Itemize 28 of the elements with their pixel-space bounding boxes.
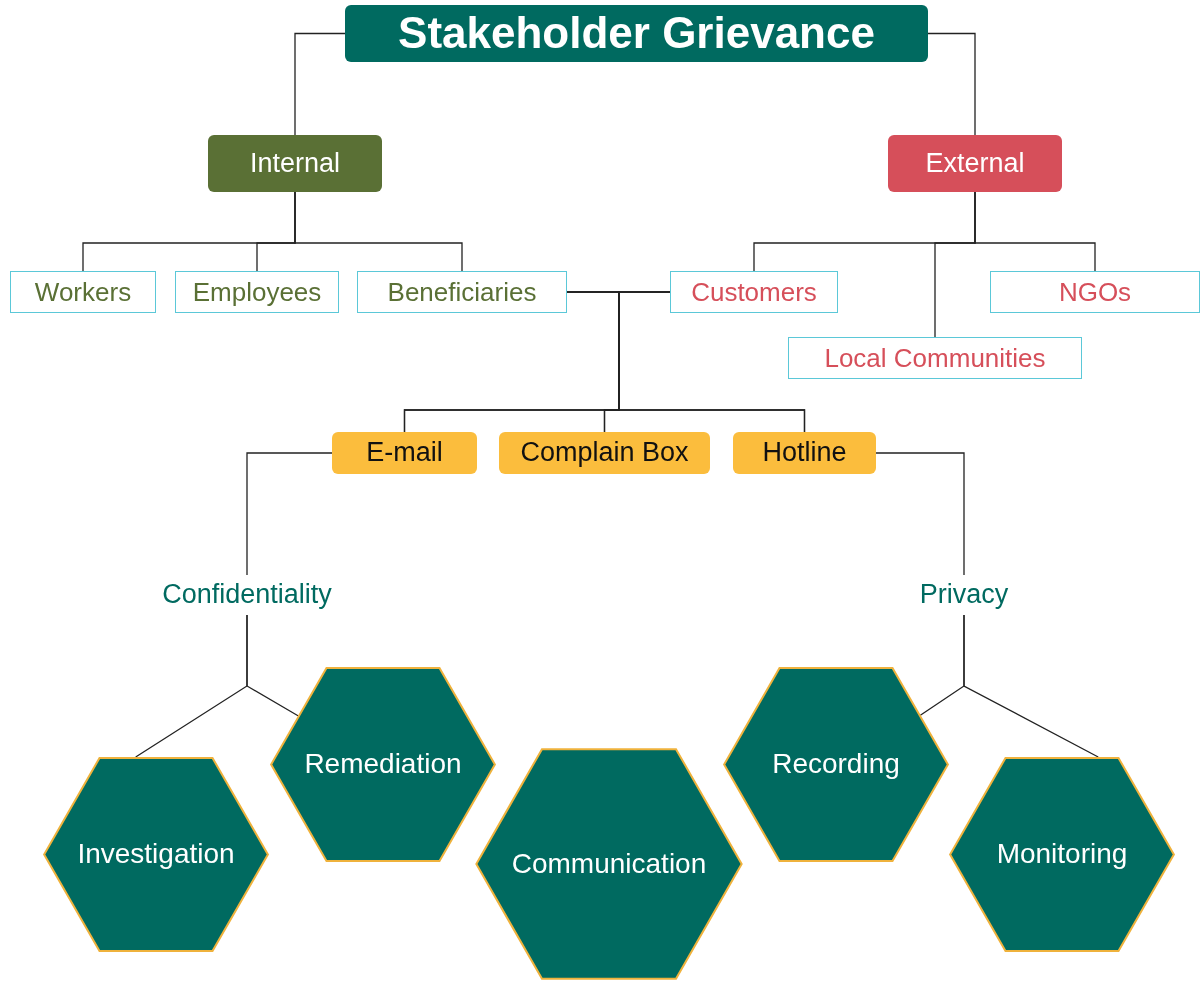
stakeholder-box: Beneficiaries (357, 271, 567, 313)
stakeholder-box: Customers (670, 271, 838, 313)
connector-line (294, 32, 346, 136)
stakeholder-box: NGOs (990, 271, 1200, 313)
principle-label: Confidentiality (150, 575, 344, 615)
principle-label: Privacy (914, 575, 1014, 615)
hexagon-node: Investigation (43, 757, 269, 952)
stakeholder-box: Workers (10, 271, 156, 313)
connector-line (294, 191, 463, 272)
stakeholder-box: Local Communities (788, 337, 1082, 379)
connector-line (618, 291, 806, 433)
hexagon-node: Recording (723, 667, 949, 862)
hexagon-node: Communication (475, 748, 743, 980)
connector-line (927, 32, 976, 136)
hexagon-node: Remediation (270, 667, 496, 862)
channel-box: Complain Box (499, 432, 710, 474)
connector-line (246, 614, 299, 717)
category-box: External (888, 135, 1062, 192)
connector-line (963, 614, 1099, 758)
hexagon-node: Monitoring (949, 757, 1175, 952)
connector-line (246, 452, 333, 576)
channel-box: E-mail (332, 432, 477, 474)
connector-line (974, 191, 1096, 272)
category-box: Internal (208, 135, 382, 192)
connector-line (875, 452, 965, 576)
title-banner: Stakeholder Grievance (345, 5, 928, 62)
stakeholder-box: Employees (175, 271, 339, 313)
channel-box: Hotline (733, 432, 876, 474)
